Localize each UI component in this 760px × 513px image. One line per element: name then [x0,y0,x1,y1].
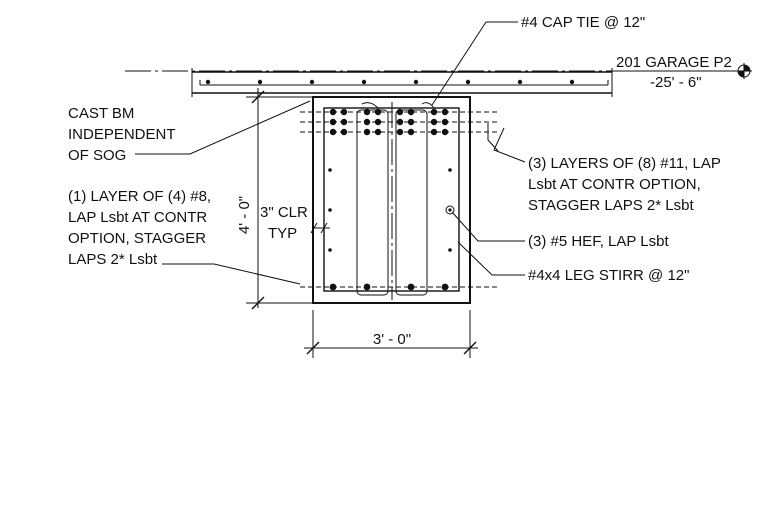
svg-text:LAPS 2* Lsbt: LAPS 2* Lsbt [68,251,158,268]
rebar-dot [374,118,382,126]
beam-rebar-dots [328,108,452,291]
rebar-dot [361,79,367,85]
rebar-dot [205,79,211,85]
rebar-dot [329,283,337,291]
rebar-dot [257,79,263,85]
rebar-dot [309,79,315,85]
rebar-dot [363,283,371,291]
rebar-dot [374,108,382,116]
svg-text:Lsbt AT CONTR OPTION,: Lsbt AT CONTR OPTION, [528,176,701,193]
rebar-dot [407,108,415,116]
rebar-dot [569,79,575,85]
rebar-dot [328,168,332,172]
rebar-dot [396,108,404,116]
rebar-dot [363,118,371,126]
svg-text:3" CLR: 3" CLR [260,204,308,221]
svg-text:CAST BM: CAST BM [68,105,134,122]
beam [300,96,498,304]
stirrup-label: #4x4 LEG STIRR @ 12" [528,267,689,284]
rebar-dot [396,128,404,136]
dimension-height: 4' - 0" [236,88,313,310]
svg-text:TYP: TYP [268,225,297,242]
leaders [135,21,526,285]
rebar-dot [329,108,337,116]
rebar-dot [407,283,415,291]
cast-bm-note: CAST BM INDEPENDENT OF SOG [68,105,176,164]
level-elevation: -25' - 6" [650,74,702,91]
rebar-dot [329,128,337,136]
rebar-dot [517,79,523,85]
rebar-dot [441,108,449,116]
cap-tie-label: #4 CAP TIE @ 12" [521,14,645,31]
hef-label: (3) #5 HEF, LAP Lsbt [528,233,669,250]
rebar-dot [441,118,449,126]
rebar-dot [413,79,419,85]
dim-height-label: 4' - 0" [236,196,253,234]
rebar-dot [441,283,449,291]
slab [191,68,613,97]
svg-text:(3) LAYERS OF (8) #11, LAP: (3) LAYERS OF (8) #11, LAP [528,155,721,172]
level-marker: 201 GARAGE P2 -25' - 6" [612,54,752,91]
svg-text:OF SOG: OF SOG [68,147,126,164]
layer-8-note: (1) LAYER OF (4) #8, LAP Lsbt AT CONTR O… [68,188,211,268]
rebar-dot [441,128,449,136]
clear-cover-marker [310,222,330,234]
layers-11-note: (3) LAYERS OF (8) #11, LAP Lsbt AT CONTR… [528,155,721,214]
svg-text:(1) LAYER OF (4) #8,: (1) LAYER OF (4) #8, [68,188,211,205]
rebar-dot [374,128,382,136]
rebar-dot [340,128,348,136]
rebar-dot [363,128,371,136]
rebar-dot [407,118,415,126]
rebar-dot [329,118,337,126]
svg-text:INDEPENDENT: INDEPENDENT [68,126,176,143]
svg-text:LAP Lsbt AT CONTR: LAP Lsbt AT CONTR [68,209,207,226]
dim-width-label: 3' - 0" [373,331,411,348]
rebar-dot [363,108,371,116]
dimension-width: 3' - 0" [304,310,478,358]
rebar-dot [430,128,438,136]
rebar-dot [340,118,348,126]
rebar-dot [340,108,348,116]
clear-cover-note: 3" CLR TYP [260,204,308,242]
level-target-icon [736,63,752,79]
rebar-dot [396,118,404,126]
rebar-dot [430,118,438,126]
rebar-dot [328,208,332,212]
rebar-dot [407,128,415,136]
rebar-dot [448,168,452,172]
slab-rebar-dots [205,79,575,85]
svg-text:STAGGER LAPS 2* Lsbt: STAGGER LAPS 2* Lsbt [528,197,694,214]
rebar-dot [430,108,438,116]
rebar-dot [465,79,471,85]
rebar-dot [448,248,452,252]
svg-text:OPTION, STAGGER: OPTION, STAGGER [68,230,206,247]
rebar-dot [328,248,332,252]
level-name: 201 GARAGE P2 [616,54,732,71]
